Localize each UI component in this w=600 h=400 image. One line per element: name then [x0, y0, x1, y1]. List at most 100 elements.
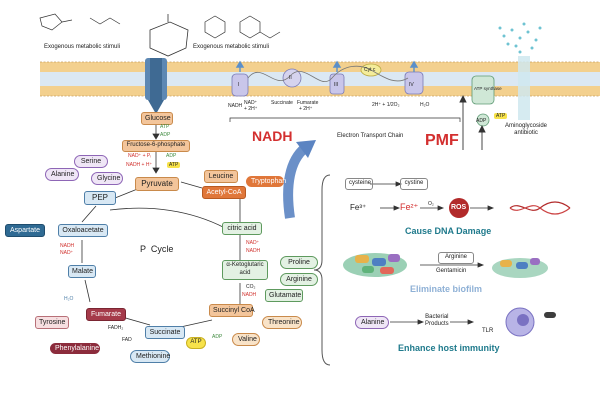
node-threonine: Threonine — [262, 316, 302, 329]
complex-iv-label: IV — [409, 82, 414, 88]
node-glutamate: Glutamate — [265, 289, 303, 303]
node-proline: Proline — [280, 256, 318, 269]
etc-adp: ADP — [476, 118, 487, 124]
right-o2: O₂ — [428, 201, 434, 207]
cycle-fad: FAD — [122, 337, 132, 343]
glyco-adp2: ADP — [166, 153, 177, 159]
node-serine: Serine — [74, 155, 108, 168]
biofilm-cluster-right — [492, 258, 548, 278]
cycle-nad-2: NAD⁺ — [246, 240, 260, 246]
etc-nad: NAD⁺ — [244, 100, 258, 106]
immune-cell — [505, 307, 535, 337]
node-h2o: H₂O — [64, 296, 74, 302]
right-fe2: Fe²⁺ — [400, 202, 419, 212]
etc-h2: + 2H⁺ — [244, 106, 258, 112]
node-acetyl-coa: Acetyl-CoA — [202, 186, 246, 200]
right-alanine: Alanine — [355, 316, 389, 329]
node-succinyl-coa: Succinyl CoA — [209, 304, 255, 318]
node-glucose: Glucose — [141, 112, 173, 126]
aminoglycoside-label: Aminoglycoside antibiotic — [505, 123, 548, 137]
biofilm-cluster-left — [343, 253, 407, 277]
glyco-adp1: ADP — [160, 132, 171, 138]
right-gentamicin: Gentamicin — [436, 268, 467, 274]
complex-iii-label: III — [334, 82, 339, 88]
complex-i-label: I — [238, 82, 240, 88]
etc-h2o: H₂O — [420, 102, 430, 108]
nadh-big-label: NADH — [252, 128, 293, 144]
proton-arrows — [235, 60, 419, 72]
cycle-nadh-2: NADH — [246, 248, 261, 254]
cycle-adp: ADP — [212, 334, 223, 340]
etc-fumarate: Fumarate — [297, 100, 319, 106]
right-bacterial-products: Bacterial Products — [425, 314, 449, 328]
cycle-nad-1: NAD⁺ — [60, 250, 74, 256]
etc-bracket — [229, 117, 461, 122]
glyco-nad: NAD⁺ + Pᵢ — [128, 153, 152, 159]
cycle-atp-badge: ATP — [186, 337, 206, 349]
stimuli-left-label: Exogenous metabolic stimuli — [44, 44, 121, 50]
node-methionine: Methionine — [130, 350, 170, 363]
node-alanine: Alanine — [45, 168, 79, 181]
right-tlr: TLR — [482, 328, 494, 334]
node-tryptophan: Tryptophan — [246, 176, 286, 187]
node-arginine: Arginine — [280, 273, 318, 286]
glucose-ring-sketch — [149, 14, 189, 57]
complex-ii-label: II — [289, 75, 292, 81]
etc-atp: ATP — [494, 113, 508, 119]
ros-circle — [449, 198, 469, 218]
node-oxaloacetate: Oxaloacetate — [58, 224, 108, 238]
node-glycine: Glycine — [91, 172, 123, 185]
cause-dna-damage-title: Cause DNA Damage — [405, 226, 492, 236]
divider-bracket — [313, 174, 331, 366]
etc-nadh: NADH — [228, 103, 243, 109]
molecule-sketch-right — [204, 15, 281, 39]
cycle-nadh-3: NADH — [242, 292, 257, 298]
node-leucine: Leucine — [204, 170, 238, 184]
node-pep: PEP — [84, 191, 116, 206]
glyco-atp2: ATP — [167, 162, 181, 168]
enhance-immunity-title: Enhance host immunity — [398, 343, 500, 353]
node-aspartate: Aspartate — [5, 224, 45, 238]
etc-label: Electron Transport Chain — [337, 133, 404, 139]
node-tyrosine: Tyrosine — [35, 316, 69, 330]
etc-succinate: Succinate — [271, 100, 293, 106]
bacterium-icon — [544, 312, 556, 318]
cycle-co2: CO₂ — [246, 284, 256, 290]
pmf-arrows — [459, 94, 486, 150]
right-ros: ROS — [451, 204, 467, 211]
electron-path — [247, 65, 409, 82]
glyco-atp1: ATP — [160, 124, 170, 130]
glyco-nadh: NADH + H⁺ — [126, 162, 153, 168]
molecule-sketch-left — [39, 13, 121, 31]
right-cystine: cystine — [400, 178, 428, 190]
pmf-big-label: PMF — [425, 132, 459, 149]
node-valine: Valine — [232, 333, 260, 346]
nadh-curved-arrow — [283, 144, 309, 219]
etc-h2b: + 2H⁺ — [299, 106, 313, 112]
etc-complexes — [231, 63, 495, 127]
p-cycle-label: P Cycle — [140, 244, 174, 254]
right-arrows — [370, 181, 495, 325]
node-citric-acid: citric acid — [222, 222, 262, 236]
atp-synthase-label: ATP synthase — [474, 86, 502, 91]
eliminate-biofilm-title: Eliminate biofilm — [410, 284, 483, 294]
node-fumarate: Fumarate — [86, 308, 126, 322]
right-fe3: Fe³⁺ — [350, 203, 367, 212]
right-cysteine: cysteine — [345, 178, 373, 190]
dna-strand — [509, 201, 571, 211]
stimuli-right-label: Exogenous metabolic stimuli — [193, 44, 270, 50]
node-fructose-6-phosphate: Fructose-6-phosphate — [122, 140, 190, 152]
node-phenylalanine: Phenylalanine — [50, 343, 100, 354]
cycle-fadh: FADH₂ — [108, 325, 124, 331]
cycle-nadh-1: NADH — [60, 243, 75, 249]
etc-o2-eq: 2H⁺ + 1/2O₂ — [372, 102, 400, 108]
node-succinate: Succinate — [145, 326, 185, 340]
right-arginine: Arginine — [438, 252, 474, 264]
node-alpha-ketoglutaric: α-Ketoglutaric acid — [222, 260, 268, 280]
node-pyruvate: Pyruvate — [135, 177, 179, 192]
glucose-transporter — [145, 58, 167, 114]
cell-membrane — [40, 61, 600, 97]
aminoglycoside-dots — [498, 22, 542, 54]
node-malate: Malate — [68, 265, 96, 279]
